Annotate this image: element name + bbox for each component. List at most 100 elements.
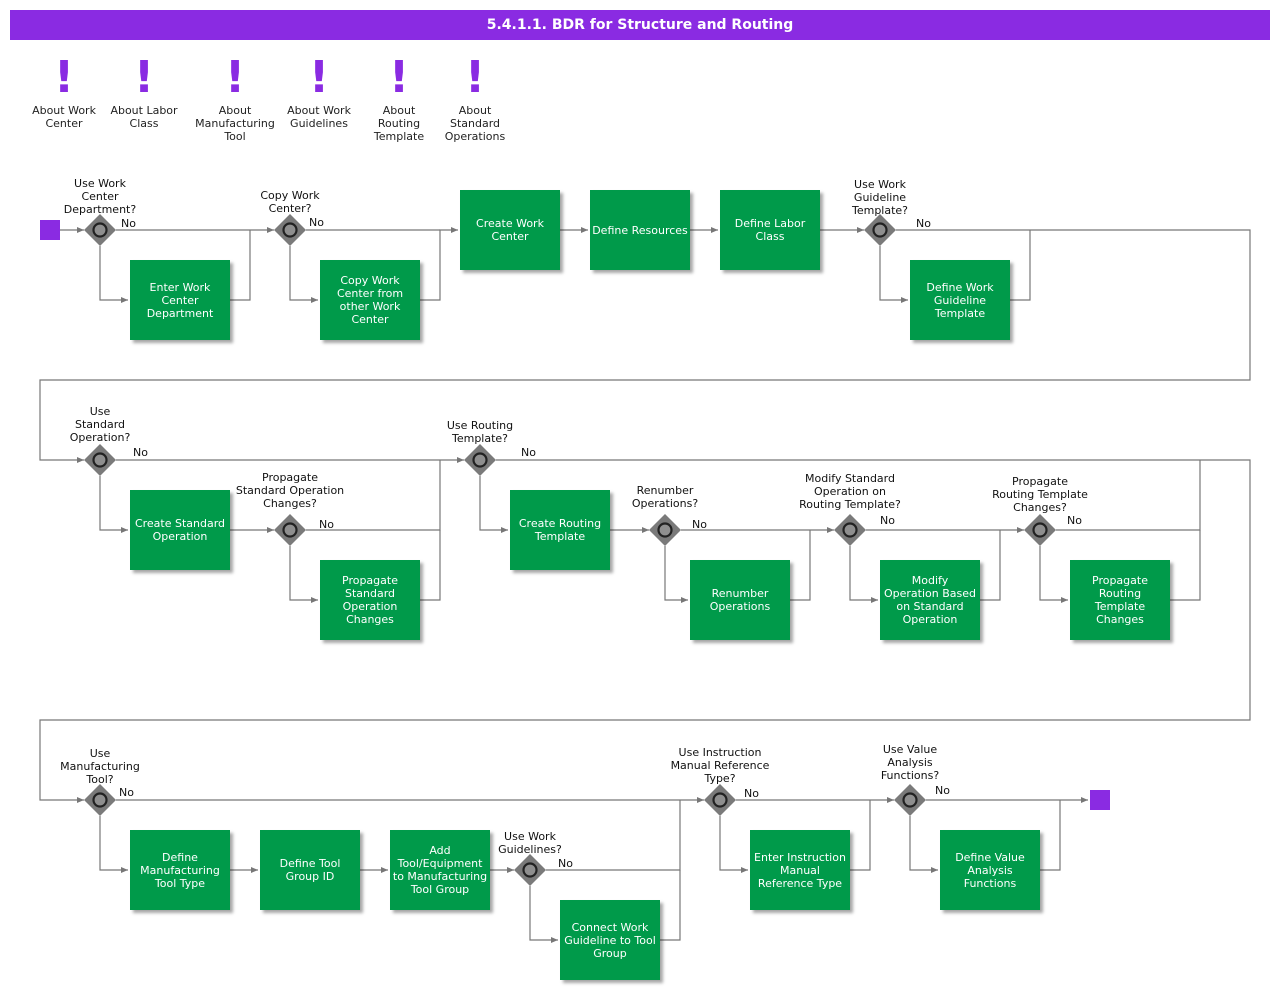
about-manufacturing-tool-link[interactable]: ! About Manufacturing Tool [190,52,280,144]
about-routing-template-link[interactable]: ! About Routing Template [354,52,444,144]
about-labor-class-link[interactable]: ! About Labor Class [99,52,189,131]
gateway [704,784,736,816]
gateway-label: Use Work Guideline Template? [851,178,909,217]
task-propagate-standard-operation[interactable]: Propagate Standard Operation Changes [320,560,420,640]
gateway [1024,514,1056,546]
connector [1039,546,1068,603]
exclamation-icon: ! [224,52,246,103]
about-work-center-link[interactable]: ! About Work Center [19,52,109,131]
connector [849,546,878,603]
connector [664,546,688,603]
task-renumber-operations[interactable]: Renumber Operations [690,560,790,640]
task-propagate-routing-template[interactable]: Propagate Routing Template Changes [1070,560,1170,640]
connector [99,476,128,533]
end-event [1090,790,1110,810]
gateway-label: Renumber Operations? [631,484,699,510]
no-label: No [935,784,950,797]
task-connect-work-guideline[interactable]: Connect Work Guideline to Tool Group [560,900,660,980]
gateway [834,514,866,546]
gateway-label: Propagate Standard Operation Changes? [235,471,345,510]
no-label: No [319,518,334,531]
connector [420,227,458,301]
no-label: No [119,786,134,799]
start-event [40,220,60,240]
about-label: About Standard Operations [444,104,506,143]
gateway-label: Propagate Routing Template Changes? [992,475,1088,514]
task-create-routing-template[interactable]: Create Routing Template [510,490,610,570]
about-standard-operations-link[interactable]: ! About Standard Operations [430,52,520,144]
gateway-label: Copy Work Center? [260,189,320,215]
connector [289,246,318,303]
gateway [274,214,306,246]
gateway-label: Use Instruction Manual Reference Type? [670,746,770,785]
task-define-work-guideline-template[interactable]: Define Work Guideline Template [910,260,1010,340]
gateway [84,444,116,476]
task-create-standard-operation[interactable]: Create Standard Operation [130,490,230,570]
task-add-tool-equipment[interactable]: Add Tool/Equipment to Manufacturing Tool… [390,830,490,910]
no-label: No [880,514,895,527]
gateway [84,214,116,246]
task-define-tool-group-id[interactable]: Define Tool Group ID [260,830,360,910]
connector [850,800,871,871]
task-define-labor-class[interactable]: Define Labor Class [720,190,820,270]
exclamation-icon: ! [133,52,155,103]
gateway-label: Use Standard Operation? [69,405,131,444]
task-modify-operation[interactable]: Modify Operation Based on Standard Opera… [880,560,980,640]
about-label: About Labor Class [110,104,178,130]
connector [1040,800,1061,871]
no-label: No [692,518,707,531]
gateway [514,854,546,886]
gateway-label: Use Value Analysis Functions? [880,743,940,782]
connector [1010,230,1031,301]
connector [289,546,318,603]
about-label: About Manufacturing Tool [195,104,275,143]
connector [980,530,1001,601]
gateway-label: Modify Standard Operation on Routing Tem… [799,472,901,511]
gateway [84,784,116,816]
connector [479,476,508,533]
connector [230,230,251,301]
no-label: No [916,217,931,230]
connector [99,246,128,303]
gateway-label: Use Work Center Department? [63,177,137,216]
connector [1170,530,1201,601]
connector [99,816,128,873]
diagram-title: 5.4.1.1. BDR for Structure and Routing [10,10,1270,40]
connector [529,886,558,943]
no-label: No [309,216,324,229]
about-label: About Work Center [32,104,96,130]
about-work-guidelines-link[interactable]: ! About Work Guidelines [274,52,364,131]
task-create-work-center[interactable]: Create Work Center [460,190,560,270]
gateway-label: Use Manufacturing Tool? [60,747,140,786]
exclamation-icon: ! [308,52,330,103]
no-label: No [521,446,536,459]
connector [790,530,811,601]
connector [909,816,938,873]
no-label: No [121,217,136,230]
about-label: About Work Guidelines [287,104,351,130]
connector [879,246,908,303]
gateway [274,514,306,546]
no-label: No [133,446,148,459]
connector [660,870,681,941]
task-define-manufacturing-tool-type[interactable]: Define Manufacturing Tool Type [130,830,230,910]
no-label: No [558,857,573,870]
gateway-label: Use Work Guidelines? [498,830,562,856]
task-copy-work-center[interactable]: Copy Work Center from other Work Center [320,260,420,340]
gateway [894,784,926,816]
no-label: No [1067,514,1082,527]
no-label: No [744,787,759,800]
task-enter-instruction-manual-reference-type[interactable]: Enter Instruction Manual Reference Type [750,830,850,910]
gateway [649,514,681,546]
task-define-resources[interactable]: Define Resources [590,190,690,270]
gateway [464,444,496,476]
connector [420,530,441,601]
exclamation-icon: ! [53,52,75,103]
task-define-value-analysis-functions[interactable]: Define Value Analysis Functions [940,830,1040,910]
exclamation-icon: ! [464,52,486,103]
gateway [864,214,896,246]
task-enter-work-center-department[interactable]: Enter Work Center Department [130,260,230,340]
exclamation-icon: ! [388,52,410,103]
connector [719,816,748,873]
about-label: About Routing Template [373,104,425,143]
